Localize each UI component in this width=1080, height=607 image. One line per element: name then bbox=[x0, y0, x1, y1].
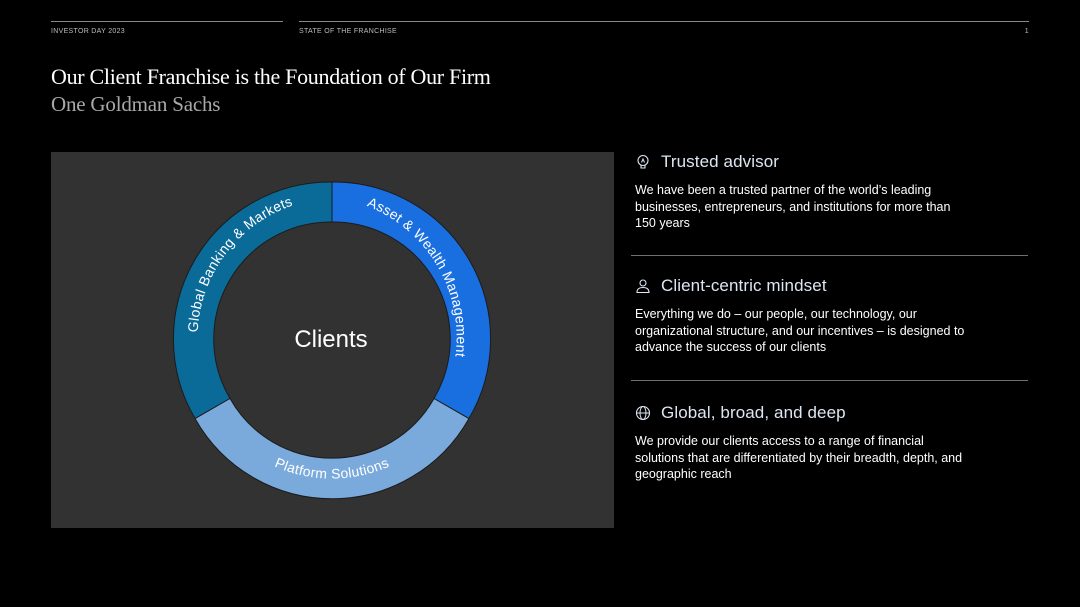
lightbulb-icon bbox=[635, 154, 651, 170]
globe-icon bbox=[635, 405, 651, 421]
item-client-centric: Client-centric mindset Everything we do … bbox=[635, 276, 975, 356]
page-number: 1 bbox=[1024, 28, 1029, 35]
page-title: Our Client Franchise is the Foundation o… bbox=[51, 64, 491, 89]
client-ring-diagram: Global Banking & Markets Asset & Wealth … bbox=[172, 181, 492, 500]
item-body: We provide our clients access to a range… bbox=[635, 434, 963, 481]
divider bbox=[631, 380, 1028, 381]
item-title: Trusted advisor bbox=[661, 152, 780, 171]
item-title: Client-centric mindset bbox=[661, 276, 827, 295]
header-event: INVESTOR DAY 2023 bbox=[51, 28, 125, 35]
item-global-broad-deep: Global, broad, and deep We provide our c… bbox=[635, 403, 975, 483]
item-title: Global, broad, and deep bbox=[661, 403, 846, 422]
header-rule-left bbox=[51, 21, 283, 22]
item-trusted-advisor: Trusted advisor We have been a trusted p… bbox=[635, 152, 975, 232]
item-body: We have been a trusted partner of the wo… bbox=[635, 183, 951, 230]
client-diagram-panel: Global Banking & Markets Asset & Wealth … bbox=[51, 152, 614, 528]
header-rule-right bbox=[299, 21, 1029, 22]
divider bbox=[631, 255, 1028, 256]
person-icon bbox=[635, 278, 651, 294]
page-subtitle: One Goldman Sachs bbox=[51, 92, 221, 116]
item-body: Everything we do – our people, our techn… bbox=[635, 307, 965, 354]
segment-platform-solutions bbox=[194, 397, 470, 500]
header-section: STATE OF THE FRANCHISE bbox=[299, 28, 397, 35]
center-label: Clients bbox=[294, 326, 367, 353]
